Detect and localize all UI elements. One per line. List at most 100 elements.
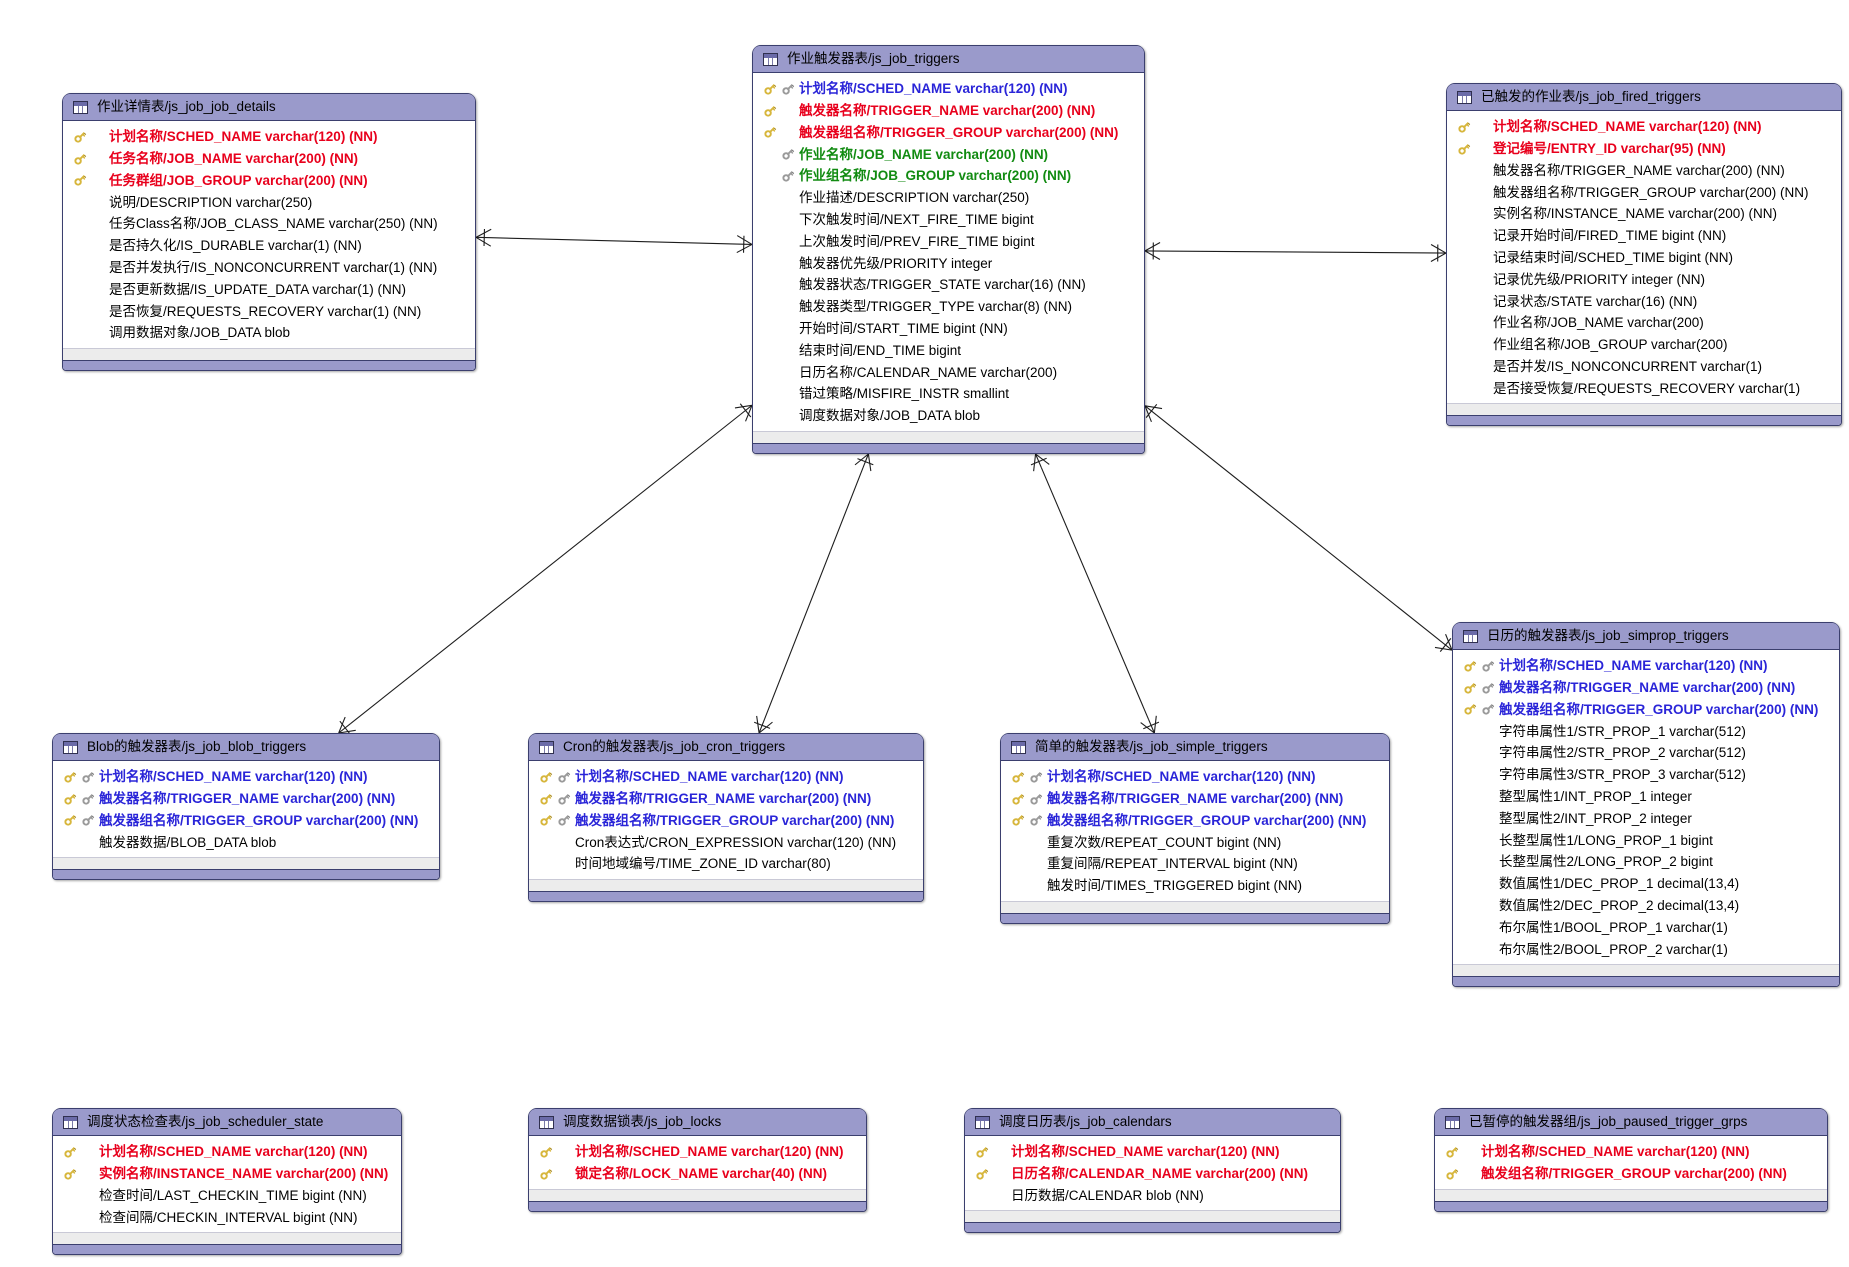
attribute-row[interactable]: 触发器组名称/TRIGGER_GROUP varchar(200) (NN) (753, 122, 1144, 144)
attribute-row[interactable]: 下次触发时间/NEXT_FIRE_TIME bigint (753, 209, 1144, 231)
attribute-row[interactable]: 触发器组名称/TRIGGER_GROUP varchar(200) (NN) (1447, 181, 1841, 203)
attribute-row[interactable]: 作业描述/DESCRIPTION varchar(250) (753, 187, 1144, 209)
entity-resize-bar[interactable] (529, 890, 923, 901)
attribute-row[interactable]: 结束时间/END_TIME bigint (753, 340, 1144, 362)
attribute-row[interactable]: 触发器组名称/TRIGGER_GROUP varchar(200) (NN) (1001, 810, 1389, 832)
attribute-row[interactable]: 记录优先级/PRIORITY integer (NN) (1447, 269, 1841, 291)
entity-resize-bar[interactable] (53, 869, 439, 880)
entity-header-simple_triggers[interactable]: 简单的触发器表/js_job_simple_triggers (1001, 734, 1389, 761)
entity-blob_triggers[interactable]: Blob的触发器表/js_job_blob_triggers 计划名称/SCHED… (52, 733, 440, 881)
entity-header-fired_triggers[interactable]: 已触发的作业表/js_job_fired_triggers (1447, 84, 1841, 111)
entity-resize-bar[interactable] (753, 442, 1144, 453)
attribute-row[interactable]: 布尔属性2/BOOL_PROP_2 varchar(1) (1453, 938, 1839, 960)
attribute-row[interactable]: 触发器优先级/PRIORITY integer (753, 252, 1144, 274)
attribute-row[interactable]: 是否持久化/IS_DURABLE varchar(1) (NN) (63, 235, 475, 257)
attribute-row[interactable]: 任务群组/JOB_GROUP varchar(200) (NN) (63, 170, 475, 192)
attribute-row[interactable]: 计划名称/SCHED_NAME varchar(120) (NN) (965, 1141, 1340, 1163)
attribute-row[interactable]: 触发组名称/TRIGGER_GROUP varchar(200) (NN) (1435, 1163, 1827, 1185)
entity-resize-bar[interactable] (529, 1200, 866, 1211)
relationship-triggers-to-cron[interactable] (753, 453, 874, 734)
attribute-row[interactable]: 锁定名称/LOCK_NAME varchar(40) (NN) (529, 1163, 866, 1185)
entity-header-cron_triggers[interactable]: Cron的触发器表/js_job_cron_triggers (529, 734, 923, 761)
attribute-row[interactable]: 记录结束时间/SCHED_TIME bigint (NN) (1447, 247, 1841, 269)
attribute-row[interactable]: 调度数据对象/JOB_DATA blob (753, 405, 1144, 427)
attribute-row[interactable]: 说明/DESCRIPTION varchar(250) (63, 191, 475, 213)
attribute-row[interactable]: 任务名称/JOB_NAME varchar(200) (NN) (63, 148, 475, 170)
attribute-row[interactable]: 日历数据/CALENDAR blob (NN) (965, 1185, 1340, 1207)
attribute-row[interactable]: 计划名称/SCHED_NAME varchar(120) (NN) (53, 1141, 401, 1163)
attribute-row[interactable]: 计划名称/SCHED_NAME varchar(120) (NN) (1453, 655, 1839, 677)
relationship-triggers-to-simprop[interactable] (1144, 403, 1453, 652)
attribute-row[interactable]: 计划名称/SCHED_NAME varchar(120) (NN) (529, 1141, 866, 1163)
relationship-job_details-to-triggers[interactable] (475, 228, 753, 254)
entity-resize-bar[interactable] (1453, 976, 1839, 987)
entity-resize-bar[interactable] (53, 1244, 401, 1255)
attribute-row[interactable]: 是否更新数据/IS_UPDATE_DATA varchar(1) (NN) (63, 279, 475, 301)
attribute-row[interactable]: 作业组名称/JOB_GROUP varchar(200) (NN) (753, 165, 1144, 187)
attribute-row[interactable]: 检查间隔/CHECKIN_INTERVAL bigint (NN) (53, 1206, 401, 1228)
attribute-row[interactable]: 触发时间/TIMES_TRIGGERED bigint (NN) (1001, 875, 1389, 897)
attribute-row[interactable]: 时间地域编号/TIME_ZONE_ID varchar(80) (529, 853, 923, 875)
entity-resize-bar[interactable] (63, 359, 475, 370)
attribute-row[interactable]: 触发器名称/TRIGGER_NAME varchar(200) (NN) (1001, 788, 1389, 810)
attribute-row[interactable]: 作业名称/JOB_NAME varchar(200) (NN) (753, 143, 1144, 165)
attribute-row[interactable]: 是否并发/IS_NONCONCURRENT varchar(1) (1447, 356, 1841, 378)
attribute-row[interactable]: 登记编号/ENTRY_ID varchar(95) (NN) (1447, 138, 1841, 160)
entity-calendars[interactable]: 调度日历表/js_job_calendars 计划名称/SCHED_NAME va… (964, 1108, 1341, 1234)
entity-header-locks[interactable]: 调度数据锁表/js_job_locks (529, 1109, 866, 1136)
attribute-row[interactable]: 触发器名称/TRIGGER_NAME varchar(200) (NN) (1453, 677, 1839, 699)
entity-resize-bar[interactable] (965, 1222, 1340, 1233)
entity-header-job_details[interactable]: 作业详情表/js_job_job_details (63, 94, 475, 121)
attribute-row[interactable]: 日历名称/CALENDAR_NAME varchar(200) (NN) (965, 1163, 1340, 1185)
entity-simple_triggers[interactable]: 简单的触发器表/js_job_simple_triggers 计划名称/SCHED… (1000, 733, 1390, 924)
entity-scheduler_state[interactable]: 调度状态检查表/js_job_scheduler_state 计划名称/SCHED… (52, 1108, 402, 1256)
relationship-triggers-to-simple[interactable] (1030, 453, 1160, 734)
attribute-row[interactable]: 触发器状态/TRIGGER_STATE varchar(16) (NN) (753, 274, 1144, 296)
attribute-row[interactable]: 整型属性1/INT_PROP_1 integer (1453, 786, 1839, 808)
attribute-row[interactable]: 长整型属性1/LONG_PROP_1 bigint (1453, 829, 1839, 851)
attribute-row[interactable]: 记录开始时间/FIRED_TIME bigint (NN) (1447, 225, 1841, 247)
attribute-row[interactable]: 调用数据对象/JOB_DATA blob (63, 322, 475, 344)
attribute-row[interactable]: 实例名称/INSTANCE_NAME varchar(200) (NN) (53, 1163, 401, 1185)
attribute-row[interactable]: 触发器数据/BLOB_DATA blob (53, 831, 439, 853)
attribute-row[interactable]: 触发器名称/TRIGGER_NAME varchar(200) (NN) (53, 788, 439, 810)
attribute-row[interactable]: 触发器名称/TRIGGER_NAME varchar(200) (NN) (529, 788, 923, 810)
attribute-row[interactable]: 触发器组名称/TRIGGER_GROUP varchar(200) (NN) (1453, 699, 1839, 721)
attribute-row[interactable]: 计划名称/SCHED_NAME varchar(120) (NN) (1001, 766, 1389, 788)
attribute-row[interactable]: 触发器组名称/TRIGGER_GROUP varchar(200) (NN) (529, 810, 923, 832)
entity-resize-bar[interactable] (1435, 1200, 1827, 1211)
attribute-row[interactable]: Cron表达式/CRON_EXPRESSION varchar(120) (NN… (529, 831, 923, 853)
attribute-row[interactable]: 布尔属性1/BOOL_PROP_1 varchar(1) (1453, 917, 1839, 939)
attribute-row[interactable]: 触发器组名称/TRIGGER_GROUP varchar(200) (NN) (53, 810, 439, 832)
attribute-row[interactable]: 上次触发时间/PREV_FIRE_TIME bigint (753, 231, 1144, 253)
attribute-row[interactable]: 触发器名称/TRIGGER_NAME varchar(200) (NN) (1447, 160, 1841, 182)
attribute-row[interactable]: 是否并发执行/IS_NONCONCURRENT varchar(1) (NN) (63, 257, 475, 279)
attribute-row[interactable]: 检查时间/LAST_CHECKIN_TIME bigint (NN) (53, 1185, 401, 1207)
entity-resize-bar[interactable] (1001, 912, 1389, 923)
attribute-row[interactable]: 重复间隔/REPEAT_INTERVAL bigint (NN) (1001, 853, 1389, 875)
entity-job_details[interactable]: 作业详情表/js_job_job_details 计划名称/SCHED_NAME … (62, 93, 476, 371)
relationship-triggers-to-fired[interactable] (1144, 242, 1447, 262)
attribute-row[interactable]: 计划名称/SCHED_NAME varchar(120) (NN) (53, 766, 439, 788)
entity-header-scheduler_state[interactable]: 调度状态检查表/js_job_scheduler_state (53, 1109, 401, 1136)
attribute-row[interactable]: 字符串属性2/STR_PROP_2 varchar(512) (1453, 742, 1839, 764)
attribute-row[interactable]: 记录状态/STATE varchar(16) (NN) (1447, 290, 1841, 312)
entity-header-blob_triggers[interactable]: Blob的触发器表/js_job_blob_triggers (53, 734, 439, 761)
attribute-row[interactable]: 触发器类型/TRIGGER_TYPE varchar(8) (NN) (753, 296, 1144, 318)
relationship-triggers-to-blob[interactable] (338, 403, 753, 735)
attribute-row[interactable]: 计划名称/SCHED_NAME varchar(120) (NN) (1435, 1141, 1827, 1163)
entity-header-calendars[interactable]: 调度日历表/js_job_calendars (965, 1109, 1340, 1136)
entity-resize-bar[interactable] (1447, 415, 1841, 426)
attribute-row[interactable]: 作业名称/JOB_NAME varchar(200) (1447, 312, 1841, 334)
attribute-row[interactable]: 是否接受恢复/REQUESTS_RECOVERY varchar(1) (1447, 378, 1841, 400)
attribute-row[interactable]: 数值属性1/DEC_PROP_1 decimal(13,4) (1453, 873, 1839, 895)
attribute-row[interactable]: 字符串属性1/STR_PROP_1 varchar(512) (1453, 720, 1839, 742)
attribute-row[interactable]: 计划名称/SCHED_NAME varchar(120) (NN) (63, 126, 475, 148)
attribute-row[interactable]: 作业组名称/JOB_GROUP varchar(200) (1447, 334, 1841, 356)
attribute-row[interactable]: 重复次数/REPEAT_COUNT bigint (NN) (1001, 831, 1389, 853)
